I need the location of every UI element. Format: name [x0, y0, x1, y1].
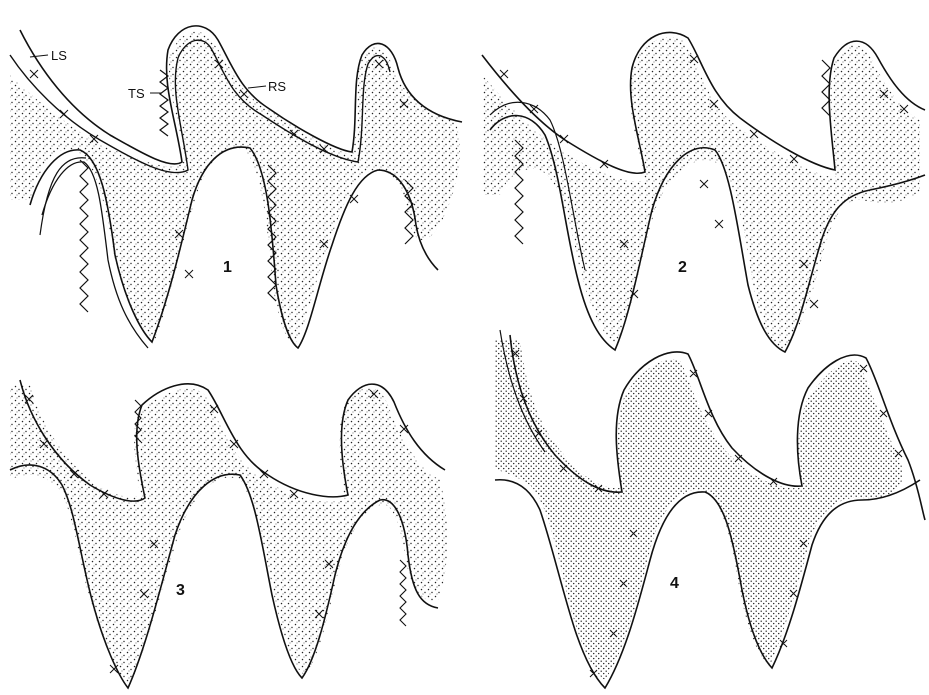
panel-3-dentine [10, 385, 447, 685]
panel-4-number: 4 [670, 575, 679, 592]
panel-1: LS TS RS 1 [10, 26, 462, 348]
panel-1-outer-enamel-lower [30, 147, 438, 348]
panel-4-dentine [495, 340, 903, 680]
panel-1-ls-leader [30, 55, 48, 57]
panel-2-dentine [482, 37, 920, 350]
panel-1-rs-leader [248, 86, 266, 88]
panel-1-dentine [10, 32, 460, 345]
panel-3: 3 [10, 380, 447, 688]
panel-1-number: 1 [223, 259, 232, 276]
panel-2-number: 2 [678, 259, 687, 276]
label-ts: TS [128, 86, 145, 101]
panel-3-zigzag-right [400, 560, 406, 626]
label-rs: RS [268, 79, 286, 94]
label-ls: LS [51, 48, 67, 63]
panel-4: 4 [495, 330, 925, 688]
panel-3-number: 3 [176, 582, 185, 599]
panel-2: 2 [482, 32, 925, 352]
panel-1-zigzag-lower-left [80, 160, 88, 312]
